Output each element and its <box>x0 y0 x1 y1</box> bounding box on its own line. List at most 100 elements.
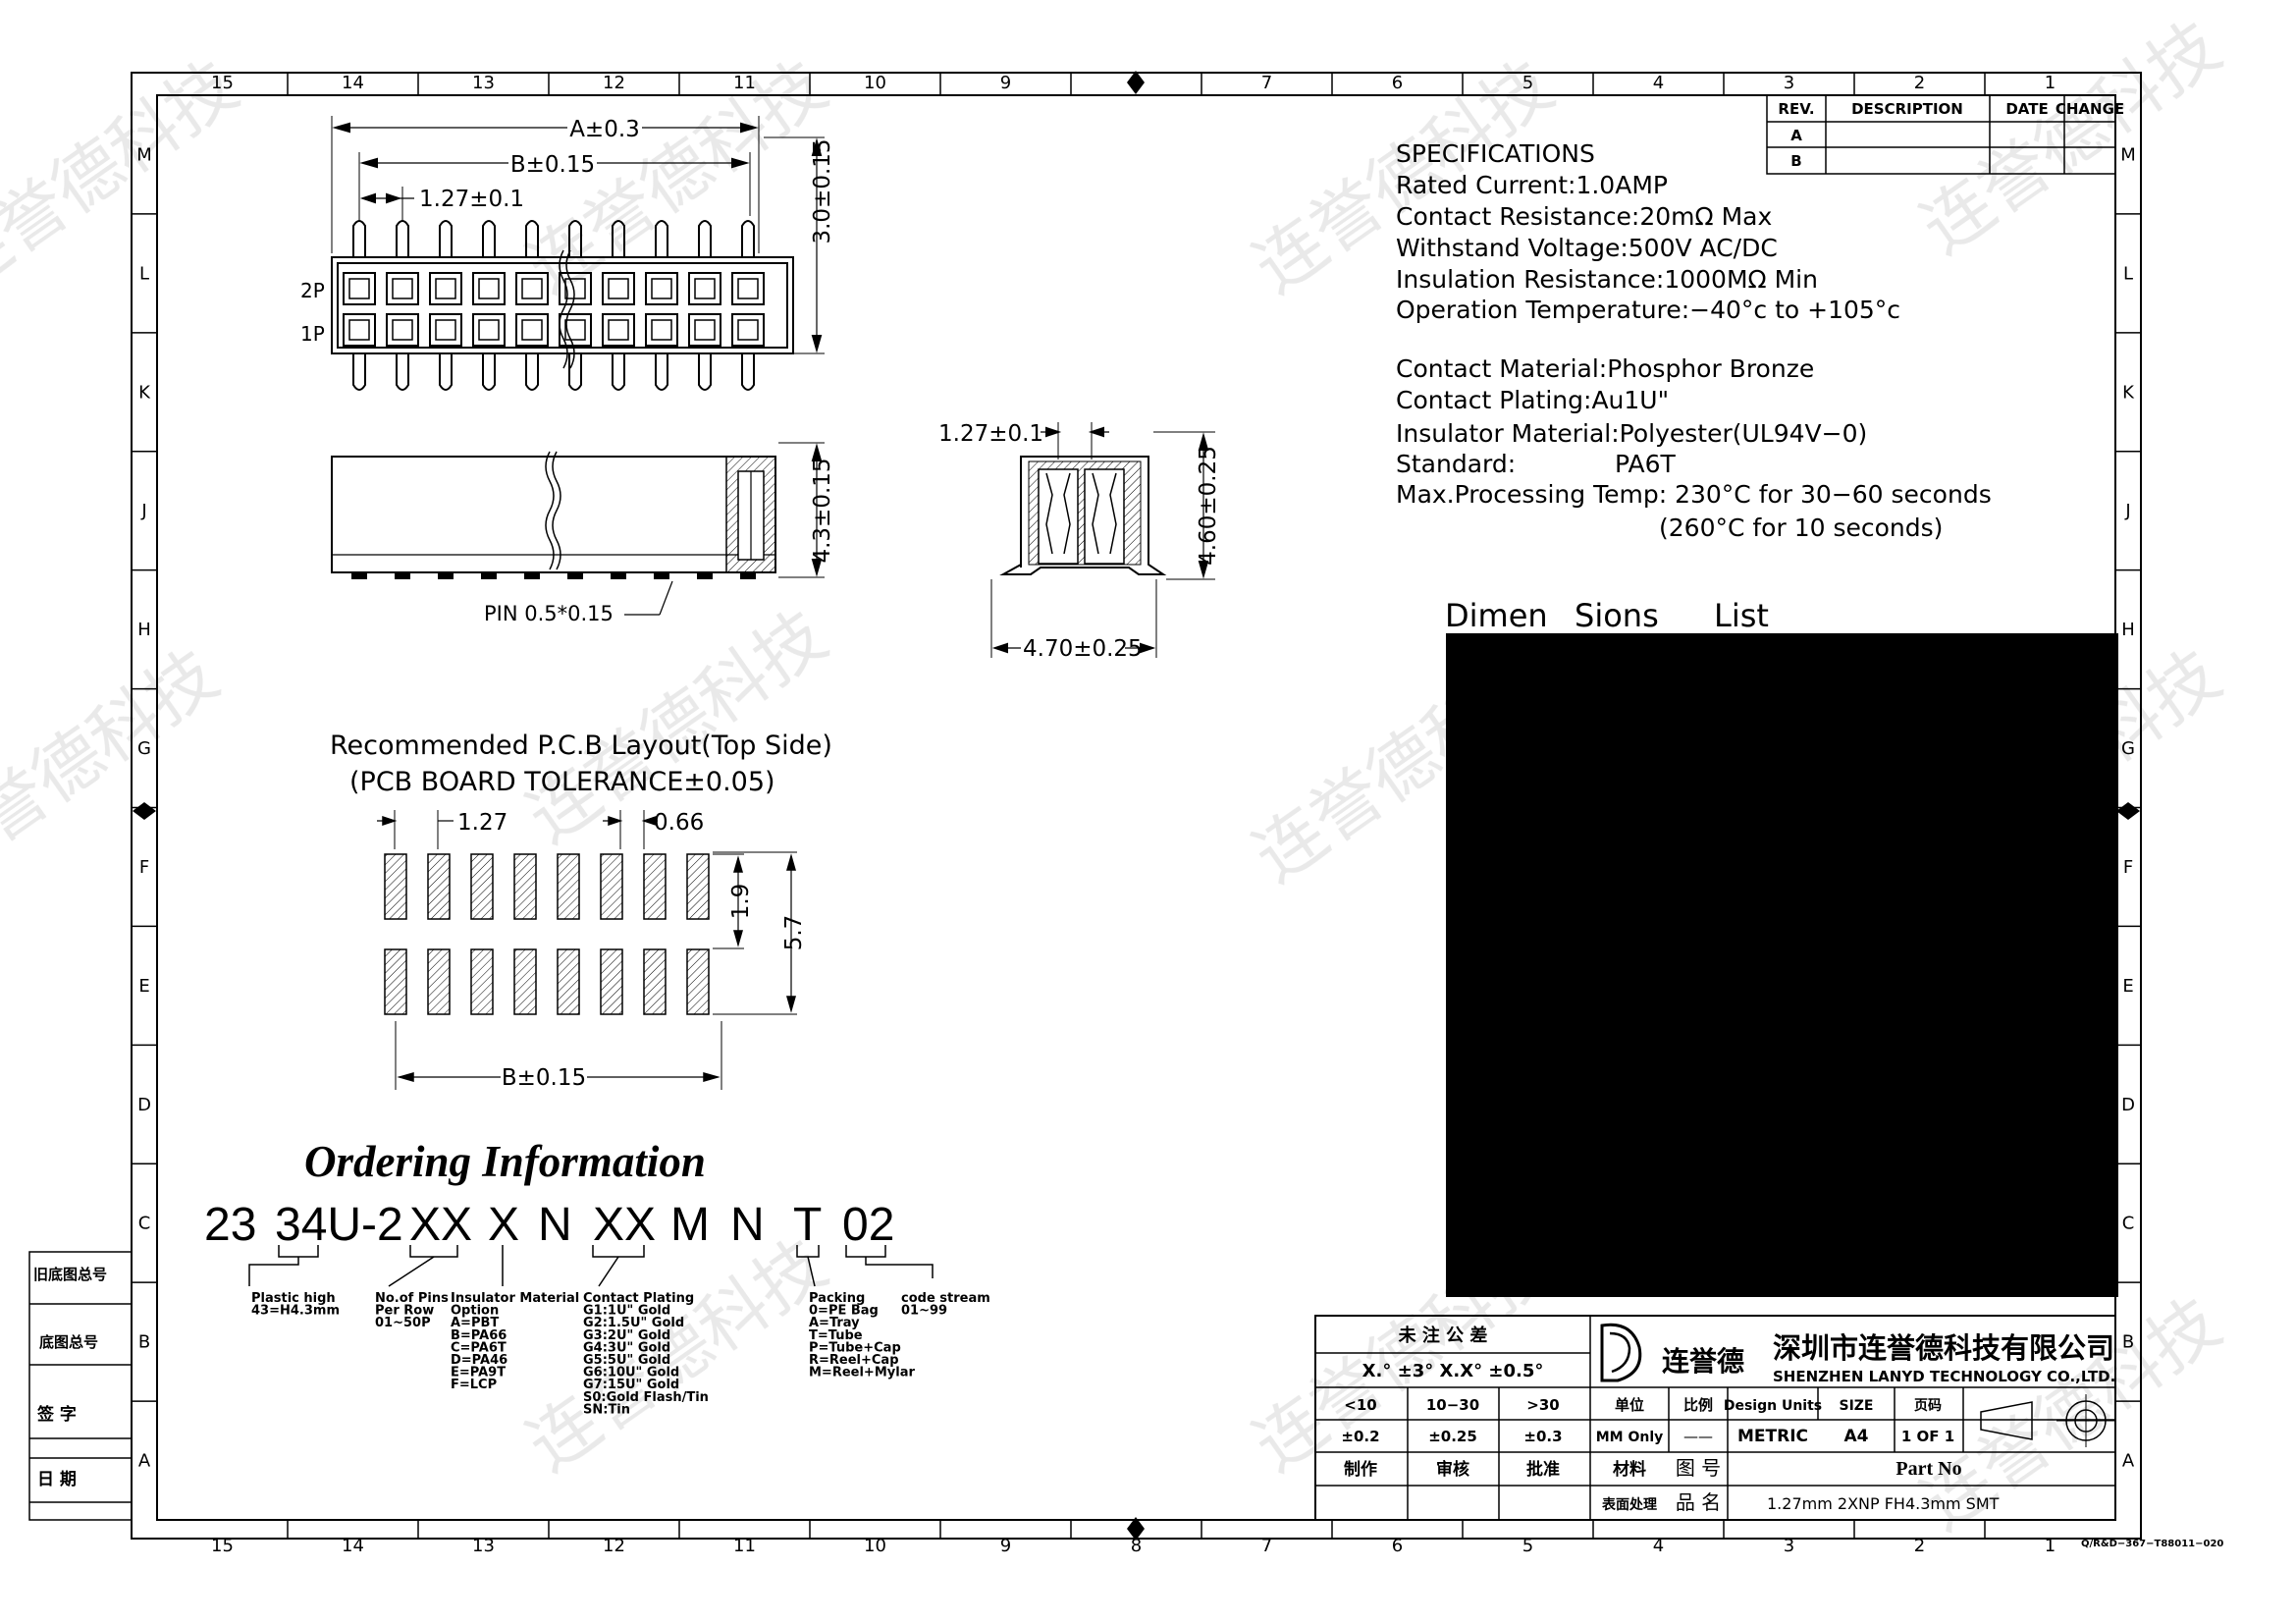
table-cell: 38.50 <box>1924 968 1970 992</box>
zone-col-bottom: 10 <box>864 1536 886 1556</box>
top-pin-upper <box>352 220 366 257</box>
table-cell: 14.37 <box>1591 999 1637 1022</box>
tol-val-2: ±0.25 <box>1428 1428 1477 1445</box>
ordering-title: Ordering Information <box>304 1137 706 1186</box>
table-cell: 13.10 <box>1591 968 1637 992</box>
pcb-pitch-label: 1.27 <box>457 810 507 836</box>
table-cell: 27 <box>1827 878 1847 901</box>
table-cell: 19 <box>1492 1240 1513 1264</box>
pcb-pad <box>470 853 494 920</box>
contact-cavity-inner <box>608 278 629 299</box>
table-cell: 2.54 <box>1709 757 1745 781</box>
ordering-note-line: A=Tray <box>809 1316 860 1330</box>
table-cell: 31 <box>1827 999 1847 1022</box>
pcb-pad <box>384 948 407 1015</box>
zone-col-top: 15 <box>211 73 234 93</box>
top-pin-lower <box>352 353 366 391</box>
table-cell: 18 <box>1492 1210 1513 1233</box>
side-pin <box>697 571 713 579</box>
zone-col-top: 14 <box>342 73 364 93</box>
unit-value: MM Only <box>1596 1430 1664 1445</box>
contact-cavity-inner <box>348 319 370 341</box>
table-cell: 17.78 <box>1704 1119 1750 1143</box>
code-part-1: 23 <box>204 1199 256 1251</box>
unit-label: 单位 <box>1615 1396 1644 1414</box>
top-pin-lower <box>482 353 496 391</box>
pcb-layout <box>377 810 797 1090</box>
table-cell: 29 <box>1827 939 1847 962</box>
ordering-note-line: 43=H4.3mm <box>251 1304 340 1319</box>
contact-cavity <box>429 272 462 305</box>
pcb-pad <box>686 853 710 920</box>
role-maker: 制作 <box>1344 1459 1377 1480</box>
contact-cavity <box>602 272 635 305</box>
top-pin-upper <box>655 220 668 257</box>
table-cell: 21 <box>1827 697 1847 721</box>
table-cell: 20 <box>1492 1270 1513 1293</box>
zone-col-bottom: 1 <box>2045 1536 2056 1556</box>
zone-col-bottom: 5 <box>1522 1536 1533 1556</box>
tol-head-1: <10 <box>1344 1396 1376 1414</box>
zone-col-bottom: 3 <box>1784 1536 1794 1556</box>
code-part-6: XX <box>593 1199 656 1251</box>
rev-row-a: A <box>1790 127 1802 144</box>
table-cell: 3.81 <box>1709 787 1745 811</box>
contact-cavity-inner <box>435 319 456 341</box>
table-cell: 21.59 <box>1704 1210 1750 1233</box>
zone-col-top: 7 <box>1261 73 1272 93</box>
table-cell: 4.21 <box>1597 757 1633 781</box>
table-cell: 23 <box>1827 757 1847 781</box>
zone-row-right: L <box>2123 263 2133 284</box>
contact-cavity-inner <box>392 278 413 299</box>
zone-row-right: G <box>2121 738 2135 759</box>
top-pin-upper <box>612 220 625 257</box>
ordering-code: 23 34U-2 XX X N XX M N T 02 <box>204 1199 894 1251</box>
code-part-9: T <box>793 1199 822 1251</box>
ordering-note-line: Option <box>451 1304 499 1319</box>
contact-cavity <box>688 272 721 305</box>
zone-col-bottom: 15 <box>211 1536 234 1556</box>
table-cell: 34.29 <box>2038 908 2084 932</box>
design-units-value: METRIC <box>1737 1427 1808 1446</box>
table-cell: 46.99 <box>2038 1210 2084 1233</box>
contact-cavity-inner <box>651 319 672 341</box>
spec-contact-material: Contact Material:Phosphor Bronze <box>1396 354 1814 383</box>
pcb-dim-5-7: 5.7 <box>781 915 807 951</box>
ordering-note-line: A=PBT <box>451 1316 499 1330</box>
table-cell: 37.23 <box>1924 939 1970 962</box>
zone-col-top: 3 <box>1784 73 1794 93</box>
ordering-note-line: C=PA6T <box>451 1340 507 1355</box>
top-pin-lower <box>741 353 755 391</box>
table-cell: 36 <box>1827 1150 1847 1173</box>
top-pin-upper <box>525 220 539 257</box>
zone-row-right: B <box>2122 1332 2134 1353</box>
side-view <box>331 442 825 616</box>
table-cell: 34.69 <box>1924 878 1970 901</box>
zone-col-bottom: 12 <box>603 1536 625 1556</box>
size-value: A4 <box>1844 1427 1869 1446</box>
table-cell: 20.32 <box>1704 1179 1750 1203</box>
table-cell: 40 <box>1827 1270 1847 1293</box>
ordering-note-line: Packing <box>809 1291 865 1306</box>
date-header: DATE <box>2005 100 2048 118</box>
table-header-a: A <box>1607 668 1624 695</box>
pcb-pad-label: 0.66 <box>654 810 704 836</box>
spec-processing-2: (260°C for 10 seconds) <box>1659 514 1943 542</box>
contact-cavity <box>515 313 549 347</box>
contact-cavity-inner <box>651 278 672 299</box>
ordering-note-line: Per Row <box>375 1304 434 1319</box>
centering-mark <box>2116 802 2140 820</box>
logo-text: 连誉德 <box>1662 1345 1744 1378</box>
table-cell: 45.72 <box>2038 1179 2084 1203</box>
table-cell: 15.64 <box>1591 1029 1638 1053</box>
table-cell: 13.97 <box>1704 1029 1750 1053</box>
contact-cavity-inner <box>348 278 370 299</box>
pcb-dim-b: B±0.15 <box>502 1065 586 1091</box>
border-zone-marks: 1515141413131212111110109988776655443322… <box>132 71 2141 1556</box>
table-cell: 8.89 <box>1709 908 1745 932</box>
table-cell: 3 <box>1497 757 1508 781</box>
pcb-pad <box>513 948 537 1015</box>
zone-row-right: H <box>2121 620 2135 640</box>
top-pin-upper <box>741 220 755 257</box>
page-value: 1 OF 1 <box>1901 1428 1954 1445</box>
